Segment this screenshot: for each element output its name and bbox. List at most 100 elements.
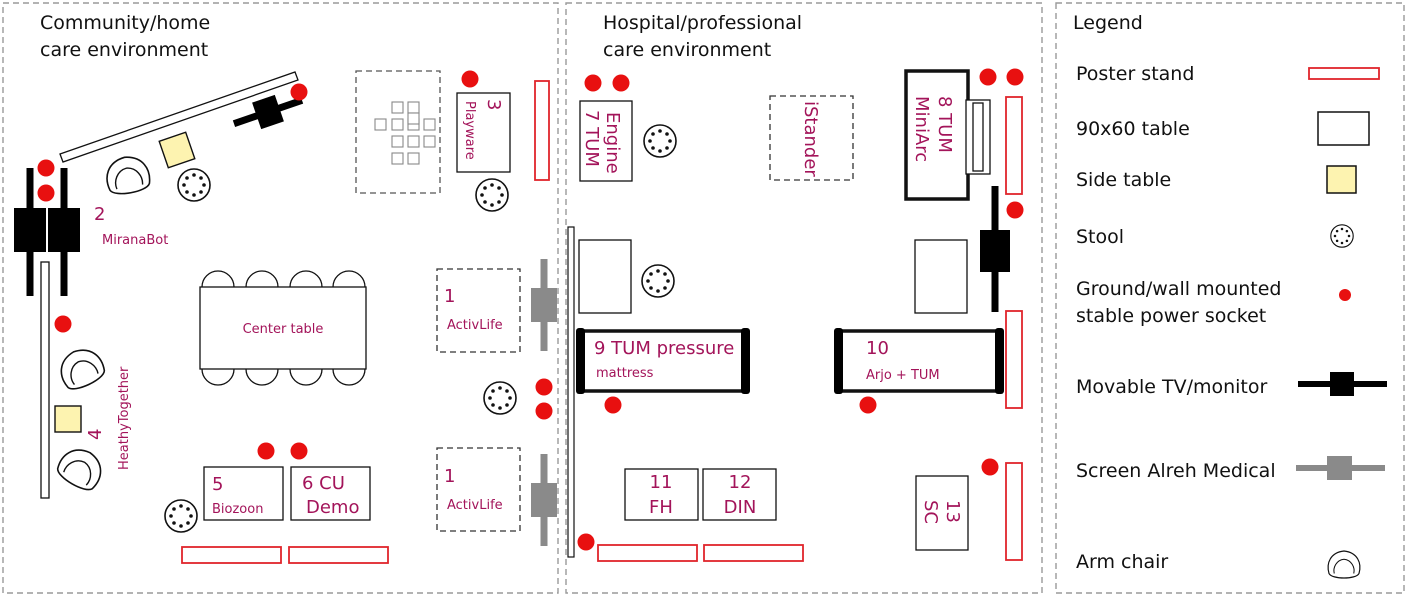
din-number: 12 [729,472,752,493]
stool-icon [1330,224,1354,248]
center-table [199,286,367,370]
poster-stand-icon [288,546,389,564]
mirana-label: MiranaBot [102,233,168,248]
power-socket-icon [577,533,595,551]
center-table-label: Center table [243,322,324,337]
poster-stand-icon [1308,67,1380,80]
cu-demo-line1: 6 CU [302,473,345,494]
biozoon-number: 5 [212,474,223,495]
fh-label: FH [649,497,673,518]
poster-stand-icon [597,544,698,562]
tum-engine-line2: Engine [602,112,623,174]
power-socket-icon [612,74,630,92]
legend-label-poster-stand: Poster stand [1076,63,1194,85]
power-socket-icon [290,442,308,460]
legend-label-arm-chair: Arm chair [1076,551,1168,573]
arjo-line1: 10 [866,338,889,359]
hospital-layout: 7 TUM Engine iStander 8 TUM MiniArc 9 TU… [567,68,1024,562]
istander-label: iStander [800,101,821,177]
cu-demo-table [290,466,371,521]
table-icon [1317,111,1370,146]
power-socket-icon [1006,201,1024,219]
arm-chair-icon [53,342,109,395]
poster-stand-icon [534,80,550,181]
playware-tiles [374,101,436,165]
power-socket-icon [37,184,55,202]
community-title: Community/home [40,12,210,34]
side-table-icon [158,131,196,169]
stool-icon [483,381,517,415]
healthy-number: 4 [85,429,106,440]
power-socket-icon [535,402,553,420]
arjo-line2: Arjo + TUM [866,368,940,383]
tv-monitor-icon [980,230,1010,272]
activlife-top-number: 1 [444,286,455,307]
arm-chair-icon [52,441,110,496]
healthy-label: HeathyTogether [117,366,132,470]
playware-area [355,70,441,194]
power-socket-icon [584,74,602,92]
power-socket-icon [604,396,622,414]
tv-monitor-icon [48,208,80,252]
side-table-icon [54,405,82,433]
arm-chair-icon [1327,550,1361,579]
power-socket-icon [535,378,553,396]
pressure-line2: mattress [596,366,654,381]
activlife-top-area [436,268,521,353]
sc-number: 13 [942,500,963,523]
fh-number: 11 [650,472,673,493]
community-subtitle: care environment [40,39,208,61]
legend-label-power-socket-2: stable power socket [1076,305,1266,327]
screen-icon [531,454,557,546]
din-label: DIN [724,497,757,518]
poster-stand-icon [181,546,282,564]
table-left [578,239,632,314]
legend: Legend Poster stand 90x60 table Side tab… [1073,12,1387,579]
legend-border [1055,2,1405,594]
cu-demo-line2: Demo [306,497,359,518]
screen-icon [531,259,557,351]
stool-icon [164,499,198,533]
power-socket-icon [981,458,999,476]
miniarc-line1: 8 TUM [934,96,955,153]
biozoon-label: Biozoon [212,502,263,517]
stool-icon [177,168,211,202]
power-socket-icon [1339,289,1351,301]
center-table-chairs [201,270,366,386]
power-socket-icon [257,442,275,460]
sc-table [915,475,969,551]
hospital-left-wall [567,226,575,558]
power-socket-icon [979,68,997,86]
power-socket-icon [1006,68,1024,86]
activlife-bottom-label: ActivLife [447,498,503,513]
mirana-number: 2 [94,204,105,225]
playware-label: Playware [462,101,477,160]
din-table [702,468,777,521]
legend-title: Legend [1073,12,1143,34]
diagonal-wall [59,71,299,163]
playware-table [456,92,511,173]
tum-engine-table [579,100,633,182]
activlife-top-label: ActivLife [447,318,503,333]
playware-number: 3 [483,99,504,110]
pressure-line1: 9 TUM pressure [594,338,734,359]
legend-label-tv: Movable TV/monitor [1076,376,1268,398]
tum-engine-line1: 7 TUM [581,110,602,167]
poster-stand-icon [1005,96,1023,195]
activlife-bottom-number: 1 [444,466,455,487]
sc-label: SC [920,500,941,524]
community-layout: 2 MiranaBot 4 HeathyTogether 3 Playware [14,70,557,564]
biozoon-table [203,466,284,521]
hospital-zone-border [565,2,1043,594]
arm-chair-icon [102,152,153,198]
side-table-icon [1326,165,1357,194]
legend-label-power-socket: Ground/wall mounted [1076,278,1281,300]
stool-icon [641,264,675,298]
legend-label-table: 90x60 table [1076,118,1190,140]
hospital-subtitle: care environment [603,39,771,61]
legend-label-screen: Screen Alreh Medical [1076,460,1276,482]
activlife-bottom-area [436,447,521,532]
power-socket-icon [461,70,479,88]
istander-area [769,95,854,181]
legend-label-stool: Stool [1076,226,1124,248]
